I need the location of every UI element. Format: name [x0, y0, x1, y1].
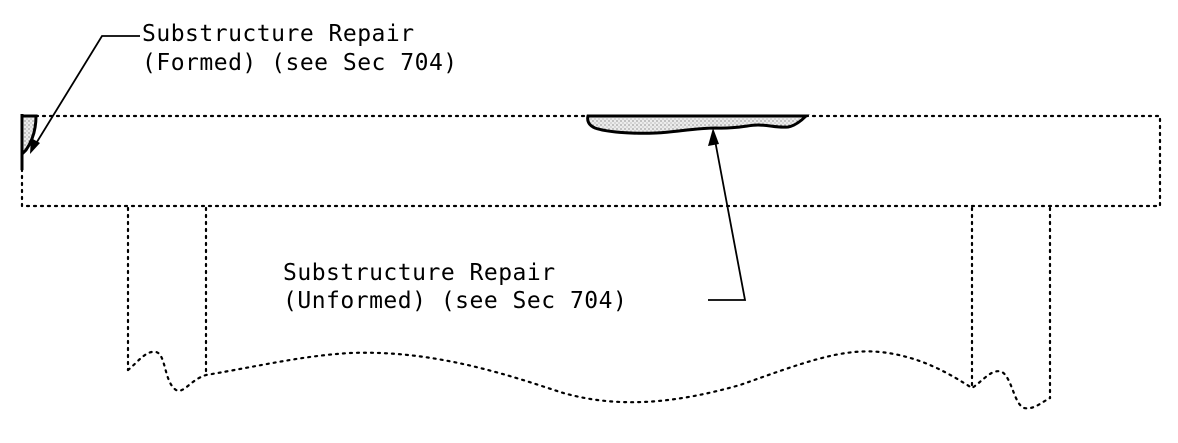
unformed-leader-line	[708, 134, 747, 301]
formed-callout-line1: Substructure Repair	[142, 21, 415, 47]
formed-repair-patch	[20, 114, 38, 158]
unformed-repair-patch	[586, 114, 810, 135]
formed-leader-arrowhead	[30, 138, 40, 154]
pier-cap-outline	[20, 114, 1162, 208]
unformed-callout-line2: (Unformed) (see Sec 704)	[283, 288, 627, 314]
unformed-leader-arrowhead	[708, 128, 719, 146]
unformed-callout-line1: Substructure Repair	[283, 260, 556, 286]
ground-break-line	[126, 350, 1052, 410]
formed-callout-line2: (Formed) (see Sec 704)	[142, 50, 458, 76]
formed-leader-line	[31, 35, 140, 151]
